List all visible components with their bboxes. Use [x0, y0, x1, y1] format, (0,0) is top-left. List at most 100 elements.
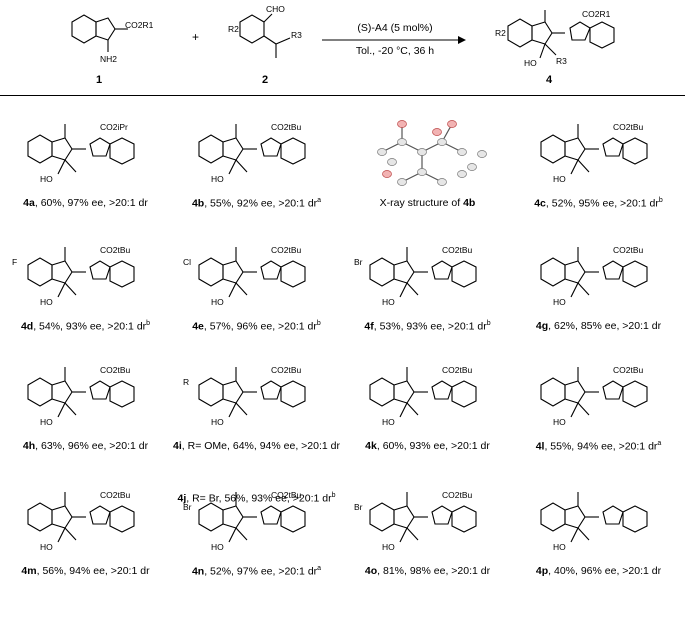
structure-bond	[222, 260, 244, 284]
caption-4p: 4p, 40%, 96% ee, >20:1 dr	[513, 565, 684, 577]
compound-result: , R= Br, 56%, 93% ee, >20:1 dr	[186, 492, 332, 505]
compound-result: , 52%, 97% ee, >20:1 dr	[204, 565, 318, 578]
structure-bond	[280, 137, 306, 165]
caption-4h: 4h, 63%, 96% ee, >20:1 dr	[0, 440, 171, 452]
structure-bond	[198, 257, 224, 287]
structure-bond	[64, 282, 77, 296]
conditions-label: Tol., -20 °C, 36 h	[355, 45, 435, 57]
structure-bond	[64, 402, 77, 416]
compound-id: 4m	[21, 565, 37, 577]
structure-bond	[393, 380, 415, 404]
structure-bond	[369, 502, 395, 532]
structure-bond	[393, 505, 415, 529]
compound-result: , 40%, 96% ee, >20:1 dr	[548, 565, 662, 577]
compound-id: 4l	[535, 440, 545, 453]
structure-bond	[260, 260, 282, 280]
product-cell-xray: X-ray structure of 4b	[342, 112, 513, 222]
structure-bond	[222, 380, 244, 404]
structure-bond	[622, 505, 648, 533]
caption-4i: 4i, R= OMe, 64%, 94% ee, >20:1 dr	[171, 440, 342, 452]
ester-group-label: CO2tBu	[271, 365, 302, 375]
structure-bond	[540, 257, 566, 287]
structure-bond	[222, 137, 244, 161]
structure-bond	[431, 380, 453, 400]
structure-bond	[89, 260, 111, 280]
hydroxyl-label: HO	[211, 174, 224, 184]
compound-result: , 55%, 92% ee, >20:1 dr	[204, 197, 318, 210]
structure-bond	[109, 505, 135, 533]
caption-4d: 4d, 54%, 93% ee, >20:1 drb	[0, 320, 171, 333]
structure-bond	[602, 137, 624, 157]
footnote-mark: a	[317, 197, 322, 204]
structure-bond	[109, 380, 135, 408]
ester-label: CO2R1	[125, 20, 154, 30]
structure-bond	[27, 377, 53, 407]
xray-carbon-atom	[397, 138, 407, 146]
caption-4g: 4g, 62%, 85% ee, >20:1 dr	[513, 320, 684, 332]
structure-bond	[64, 527, 77, 541]
compound-result: , 60%, 97% ee, >20:1 dr	[34, 197, 148, 209]
structure-bond	[451, 380, 477, 408]
r2-label: R2	[228, 24, 239, 34]
structure-bond	[280, 505, 306, 533]
structure-bond	[602, 380, 624, 400]
structure-bond	[260, 137, 282, 157]
structure-bond	[399, 402, 408, 418]
plus-sign: +	[192, 30, 200, 44]
xray-oxygen-atom	[397, 120, 407, 128]
structure-bond	[577, 402, 590, 416]
caption-4b: 4b, 55%, 92% ee, >20:1 dra	[171, 197, 342, 210]
structure-bond	[570, 527, 579, 543]
hydroxyl-label: HO	[553, 417, 566, 427]
structure-bond	[393, 260, 415, 284]
substituent-label: Br	[183, 502, 192, 512]
structure-bond	[280, 260, 306, 288]
structure-bond	[89, 137, 111, 157]
product-label: 4	[546, 74, 553, 86]
substituent-label: R	[183, 377, 189, 387]
compound-id: 4k	[365, 440, 377, 452]
compound-id: 4o	[364, 565, 378, 577]
structure-bond	[369, 377, 395, 407]
ester-group-label: CO2tBu	[442, 490, 473, 500]
structure-bond	[260, 380, 282, 400]
aldehyde-label: CHO	[266, 4, 285, 14]
product-r3-label: R3	[556, 56, 567, 66]
structure-bond	[564, 137, 586, 161]
ester-group-label: CO2tBu	[271, 490, 302, 500]
compound-result: , 57%, 96% ee, >20:1 dr	[203, 320, 317, 333]
footnote-mark: a	[317, 565, 322, 572]
xray-oxygen-atom	[447, 120, 457, 128]
caption-4a: 4a, 60%, 97% ee, >20:1 dr	[0, 197, 171, 209]
xray-carbon-atom	[457, 148, 467, 156]
compound-id: 4h	[22, 440, 36, 452]
compound-id: 4e	[192, 320, 204, 333]
ester-group-label: CO2tBu	[271, 122, 302, 132]
compound-id: 4n	[191, 565, 205, 578]
structure-bond	[198, 502, 224, 532]
structure-bond	[406, 527, 419, 541]
hydroxyl-label: HO	[382, 297, 395, 307]
amine-label: NH2	[100, 54, 117, 64]
xray-carbon-atom	[457, 170, 467, 178]
structure-bond	[622, 137, 648, 165]
caption-4m: 4m, 56%, 94% ee, >20:1 dr	[0, 565, 171, 577]
caption-4l: 4l, 55%, 94% ee, >20:1 dra	[513, 440, 684, 453]
compound-result: , 60%, 93% ee, >20:1 dr	[376, 440, 490, 452]
product-ester-label: CO2R1	[582, 9, 611, 19]
structure-bond	[406, 282, 419, 296]
ester-group-label: CO2tBu	[442, 365, 473, 375]
structure-bond	[235, 282, 248, 296]
compound-id: 4b	[191, 197, 205, 210]
